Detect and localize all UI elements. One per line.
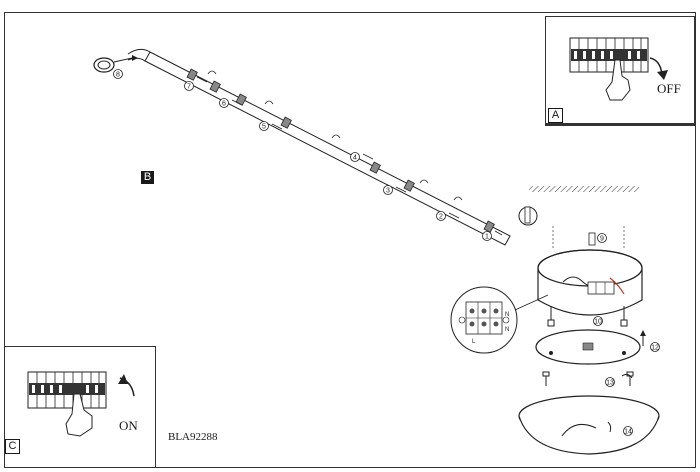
screw-icon — [588, 232, 596, 246]
svg-text:13: 13 — [606, 380, 614, 387]
step-marker: 5 — [259, 121, 269, 131]
step-marker: 9 — [597, 233, 607, 243]
step-marker: 4 — [350, 152, 360, 162]
terminal-block-icon — [450, 286, 549, 354]
diagram-frame — [4, 12, 696, 468]
off-label: OFF — [657, 81, 681, 96]
step-marker: 13 — [605, 377, 615, 387]
step-marker: 12 — [650, 342, 660, 352]
hand-icon — [65, 393, 93, 437]
lamp-cap-icon — [93, 55, 138, 73]
svg-text:8: 8 — [116, 72, 120, 79]
terminal-label-n: N — [505, 327, 509, 333]
terminal-label-n: N — [505, 312, 509, 318]
glass-shade-icon — [518, 395, 660, 455]
svg-text:3: 3 — [386, 188, 390, 195]
terminal-label-l: L — [472, 339, 476, 345]
svg-text:7: 7 — [187, 84, 191, 91]
panel-c-tag: C — [5, 439, 20, 454]
wall-plug-icon — [518, 206, 625, 250]
step-marker: 10 — [593, 316, 603, 326]
model-code: BLA92288 — [168, 431, 218, 443]
step-marker: 2 — [436, 211, 446, 221]
step-marker: 6 — [219, 98, 229, 108]
terminal-block-icon — [587, 281, 615, 295]
svg-text:5: 5 — [262, 124, 266, 131]
mounting-plate-icon — [535, 329, 641, 365]
svg-text:2: 2 — [439, 214, 443, 221]
panel-a-tag: A — [548, 108, 563, 123]
svg-text:1: 1 — [485, 234, 489, 241]
on-label: ON — [119, 418, 138, 433]
step-marker: 3 — [383, 185, 393, 195]
svg-text:10: 10 — [594, 319, 602, 326]
panel-b-tag: B — [141, 171, 154, 184]
step-marker: 7 — [184, 81, 194, 91]
svg-text:14: 14 — [624, 429, 632, 436]
svg-text:9: 9 — [600, 236, 604, 243]
step-marker: 14 — [623, 426, 633, 436]
breaker-switch-icon — [569, 37, 649, 73]
breaker-switch-icon — [27, 371, 107, 409]
panel-a-divider — [545, 124, 695, 126]
svg-text:6: 6 — [222, 101, 226, 108]
panel-c-frame — [4, 346, 156, 468]
light-tube-icon — [127, 48, 511, 246]
svg-text:12: 12 — [651, 345, 659, 352]
panel-a-frame — [545, 16, 695, 124]
svg-text:4: 4 — [353, 155, 357, 162]
ceiling-icon — [529, 186, 639, 192]
step-marker: 8 — [113, 69, 123, 79]
screw-icon — [547, 306, 628, 327]
step-marker: 1 — [482, 231, 492, 241]
screw-icon — [542, 371, 634, 386]
hand-icon — [605, 59, 631, 101]
